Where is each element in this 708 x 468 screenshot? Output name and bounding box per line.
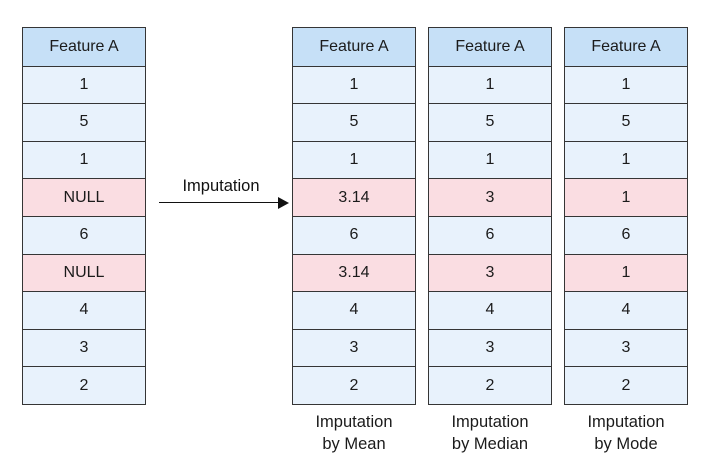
mode-table: Feature A 1 5 1 1 6 1 4 3 2: [564, 27, 688, 405]
mean-table: Feature A 1 5 1 3.14 6 3.14 4 3 2: [292, 27, 416, 405]
table-cell: 3: [293, 328, 415, 367]
table-cell: 3: [23, 328, 145, 367]
caption-line: by Mode: [594, 434, 658, 453]
caption-imputation-by-mean: Imputation by Mean: [292, 412, 416, 456]
imputation-arrow: [159, 202, 280, 203]
table-cell: 6: [429, 215, 551, 254]
table-cell: 6: [565, 215, 687, 254]
table-cell: 2: [565, 366, 687, 404]
median-table: Feature A 1 5 1 3 6 3 4 3 2: [428, 27, 552, 405]
table-cell: 4: [565, 291, 687, 329]
table-cell-imputed: 1: [565, 253, 687, 292]
table-cell: 6: [293, 215, 415, 254]
table-cell-imputed: 3: [429, 253, 551, 292]
table-cell: 1: [23, 65, 145, 104]
table-cell: 5: [23, 103, 145, 141]
table-cell: 3: [565, 328, 687, 367]
caption-line: Imputation: [315, 413, 393, 431]
caption-line: Imputation: [451, 413, 529, 431]
table-cell: 5: [429, 103, 551, 141]
table-cell: 1: [565, 65, 687, 104]
table-cell: 4: [293, 291, 415, 329]
table-cell: 1: [429, 65, 551, 104]
table-cell: 2: [293, 366, 415, 404]
mean-table-header: Feature A: [293, 28, 415, 66]
caption-line: by Mean: [322, 434, 386, 453]
table-cell: 2: [23, 366, 145, 404]
table-cell: 1: [293, 140, 415, 179]
source-table: Feature A 1 5 1 NULL 6 NULL 4 3 2: [22, 27, 146, 405]
caption-line: Imputation: [587, 413, 665, 431]
table-cell-null: NULL: [23, 178, 145, 216]
table-cell: 2: [429, 366, 551, 404]
table-cell: 5: [293, 103, 415, 141]
caption-imputation-by-median: Imputation by Median: [428, 412, 552, 456]
source-table-header: Feature A: [23, 28, 145, 66]
caption-imputation-by-mode: Imputation by Mode: [564, 412, 688, 456]
table-cell: 4: [429, 291, 551, 329]
table-cell-imputed: 3: [429, 178, 551, 216]
table-cell: 5: [565, 103, 687, 141]
table-cell-null: NULL: [23, 253, 145, 292]
mode-table-header: Feature A: [565, 28, 687, 66]
caption-line: by Median: [451, 434, 529, 453]
table-cell: 1: [565, 140, 687, 179]
table-cell: 4: [23, 291, 145, 329]
table-cell-imputed: 3.14: [293, 178, 415, 216]
table-cell: 1: [23, 140, 145, 179]
table-cell-imputed: 1: [565, 178, 687, 216]
arrow-head-icon: [278, 196, 289, 209]
table-cell: 3: [429, 328, 551, 367]
table-cell: 6: [23, 215, 145, 254]
arrow-label: Imputation: [182, 177, 260, 195]
table-cell-imputed: 3.14: [293, 253, 415, 292]
median-table-header: Feature A: [429, 28, 551, 66]
table-cell: 1: [293, 65, 415, 104]
table-cell: 1: [429, 140, 551, 179]
